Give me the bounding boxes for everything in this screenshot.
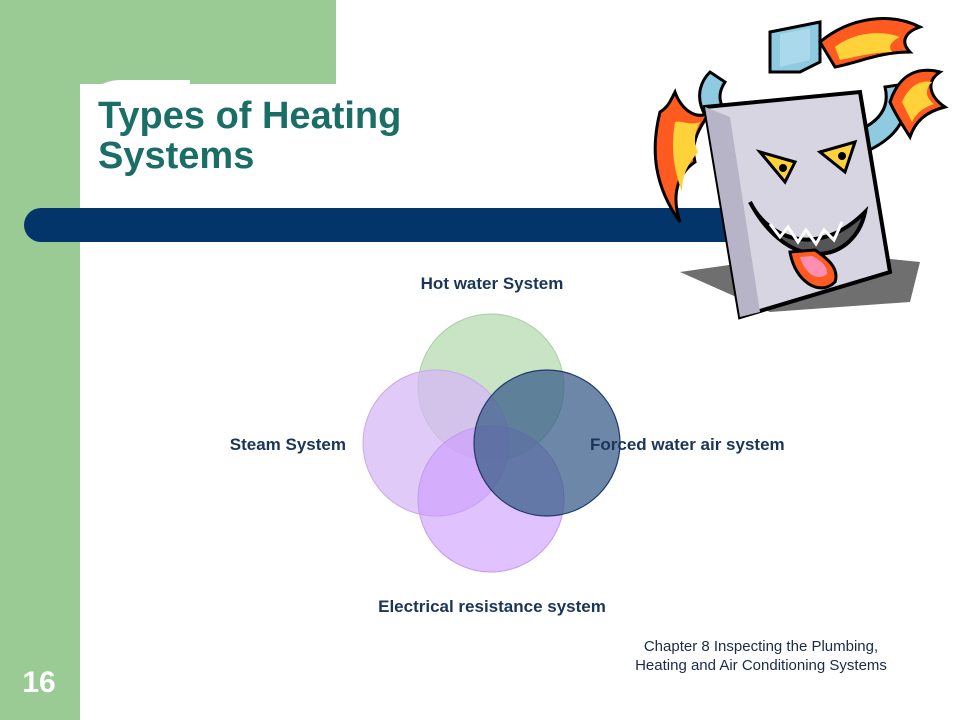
top-accent-band bbox=[0, 0, 336, 84]
content-corner bbox=[80, 80, 190, 190]
label-hot-water: Hot water System bbox=[420, 274, 564, 293]
circle-forced-water-air bbox=[473, 369, 621, 517]
slide-number: 16 bbox=[22, 666, 56, 699]
title-underline-bar bbox=[24, 208, 784, 242]
footer-chapter-text: Chapter 8 Inspecting the Plumbing, Heati… bbox=[635, 638, 887, 674]
angry-furnace-icon bbox=[653, 17, 949, 320]
label-forced-water-air: Forced water air system bbox=[590, 435, 785, 454]
label-steam: Steam System bbox=[229, 435, 346, 454]
slide-title: Types of Heating Systems bbox=[98, 95, 402, 177]
label-electrical-resistance: Electrical resistance system bbox=[378, 597, 606, 616]
left-accent-band bbox=[0, 0, 80, 720]
